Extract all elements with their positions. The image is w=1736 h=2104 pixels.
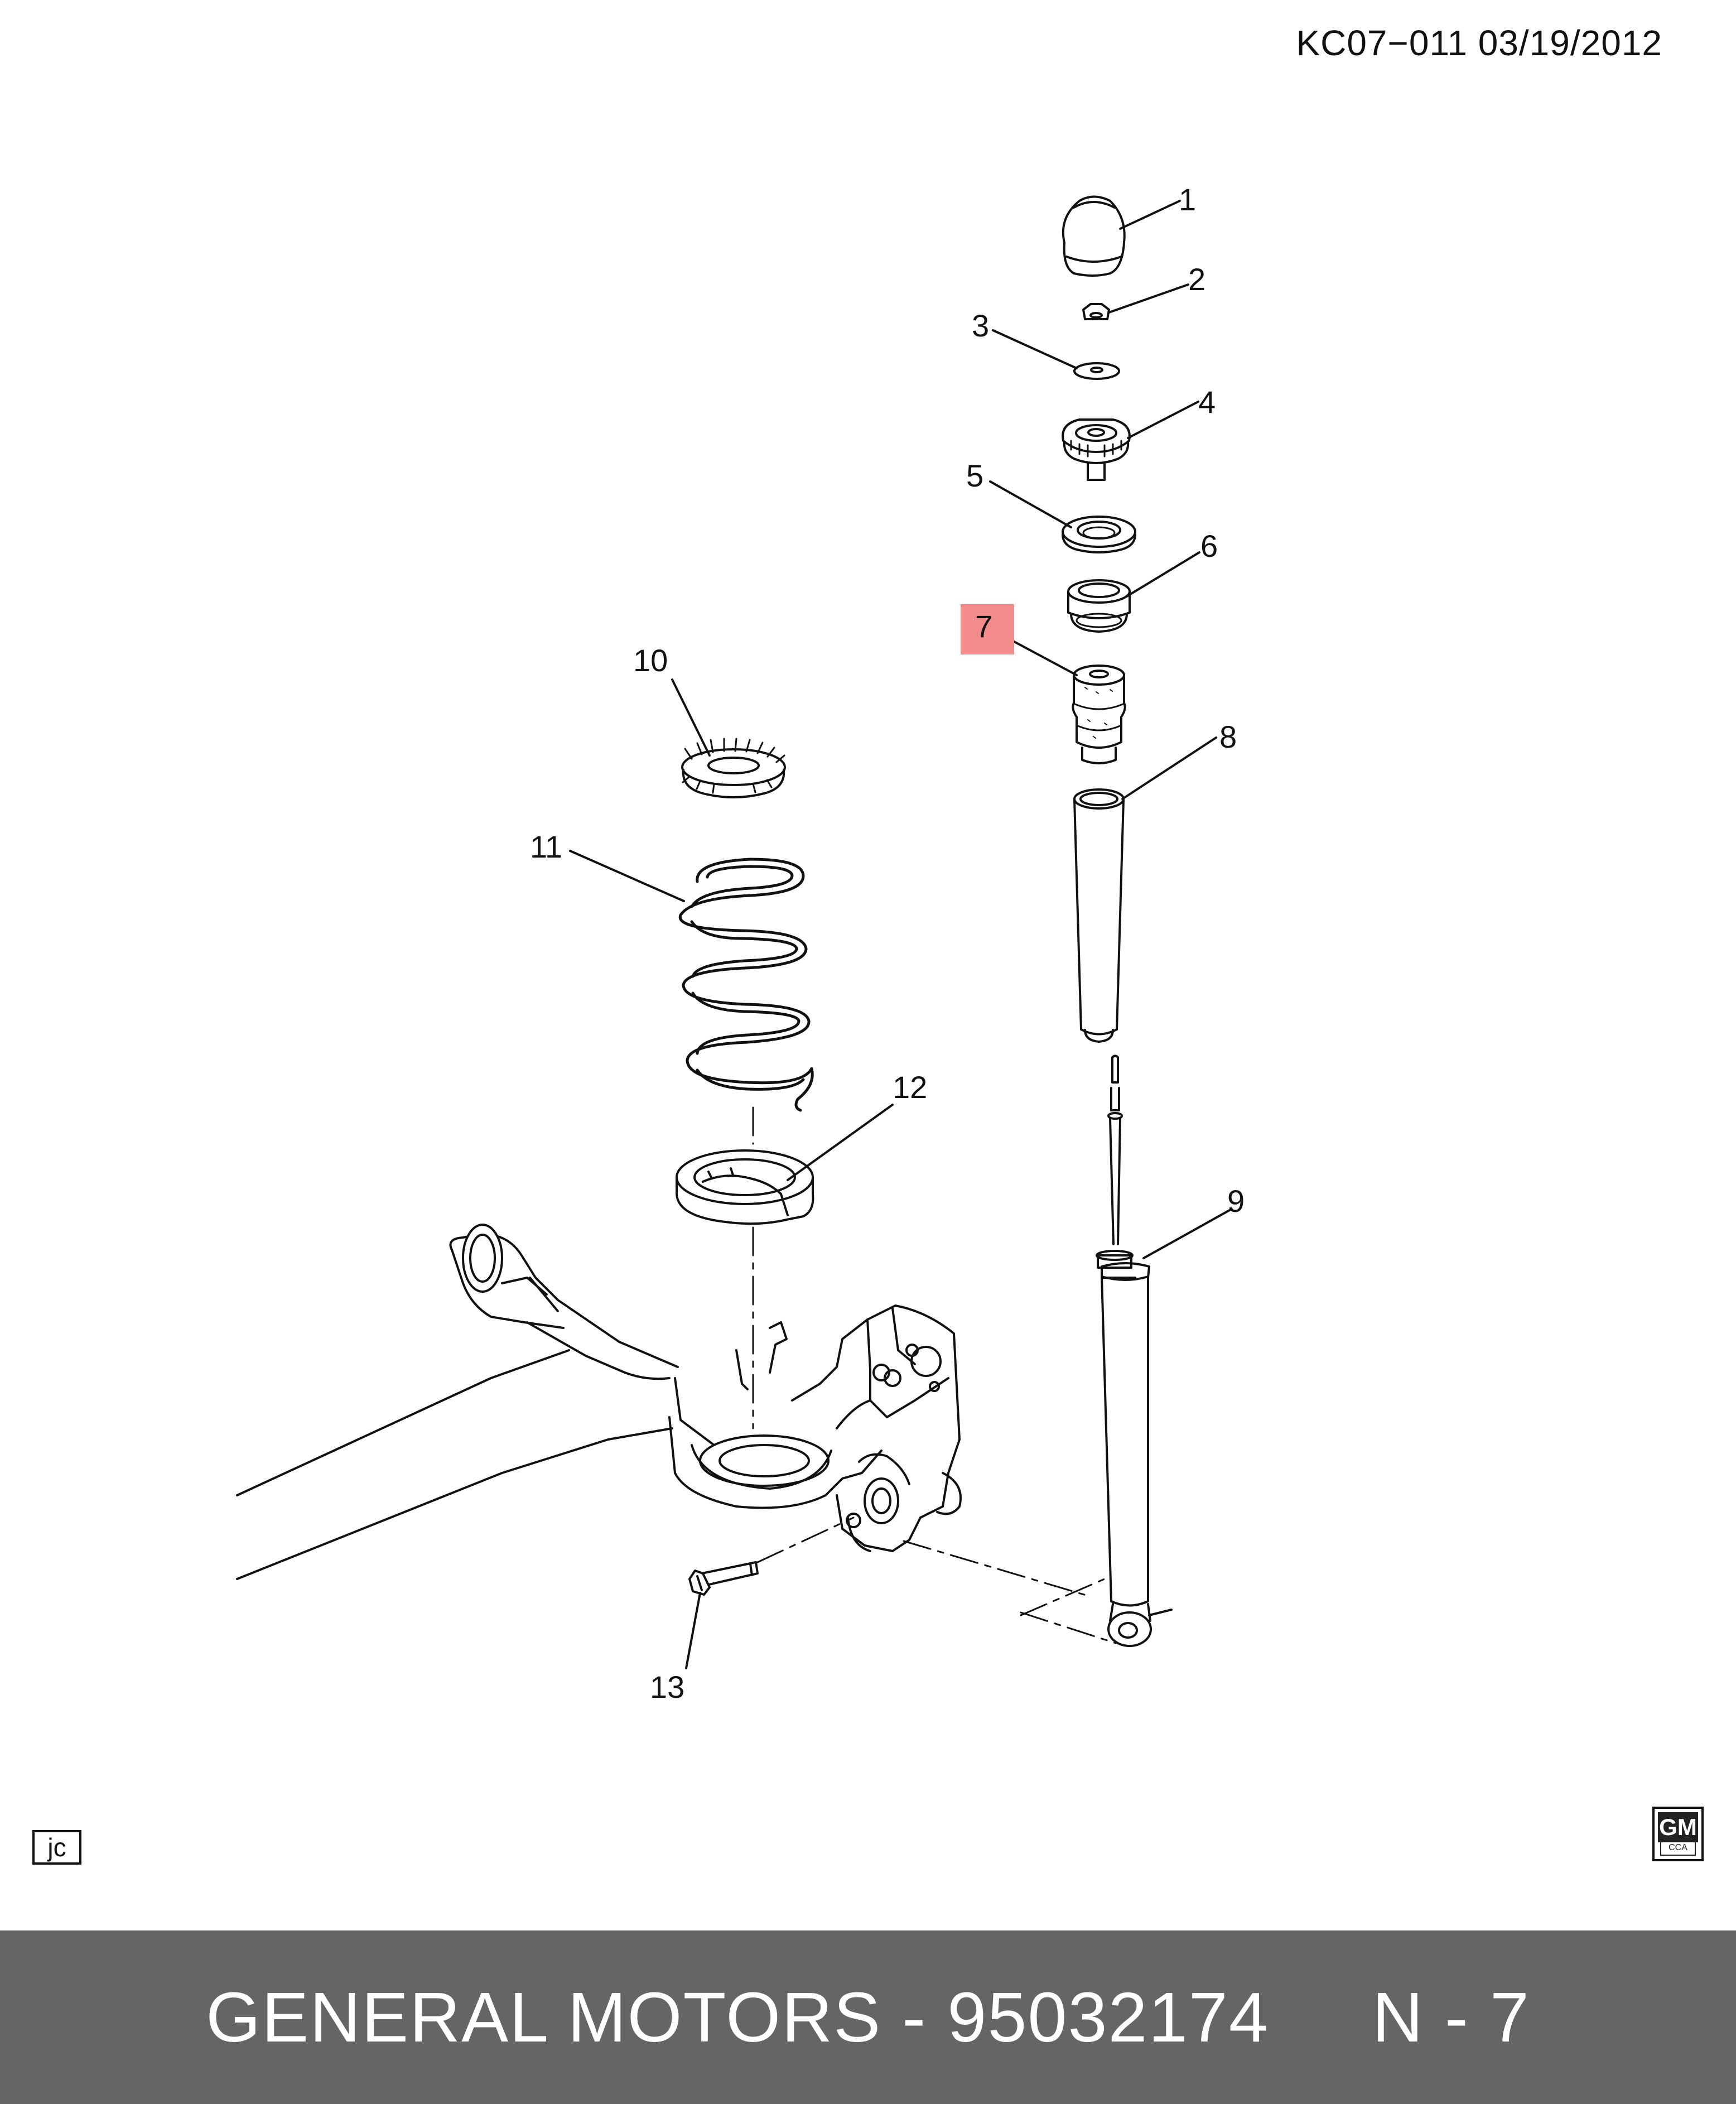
part-10-upper-spring-insulator <box>681 738 786 798</box>
part-5-bearing <box>1062 516 1136 553</box>
callout-9: 9 <box>1227 1183 1245 1219</box>
callout-7-highlight <box>961 604 1014 654</box>
gm-logo-text: GM <box>1658 1812 1698 1842</box>
diagram-code-date: KC07−011 03/19/2012 <box>1296 23 1662 63</box>
exploded-suspension-diagram: 1 2 3 4 5 6 7 8 9 10 11 12 13 <box>236 182 1245 1705</box>
callout-1: 1 <box>1179 182 1196 217</box>
callout-3: 3 <box>972 308 989 343</box>
callout-5: 5 <box>966 458 983 493</box>
callout-10: 10 <box>633 643 668 678</box>
part-13-bolt <box>688 1561 759 1596</box>
gm-logo: GM CCA <box>1652 1807 1704 1861</box>
illustrator-stamp: jc <box>32 1830 81 1865</box>
assembly-guide-lines <box>752 1106 1117 1644</box>
callout-6: 6 <box>1200 528 1218 564</box>
callout-4: 4 <box>1198 384 1216 420</box>
part-6-spring-seat <box>1067 579 1131 633</box>
callout-13: 13 <box>650 1669 684 1705</box>
callout-11: 11 <box>530 829 562 864</box>
footer-bar: GENERAL MOTORS - 95032174 N - 7 <box>0 1930 1736 2104</box>
callout-labels: 1 2 3 4 5 6 7 8 9 10 11 12 13 <box>530 182 1245 1705</box>
callout-7: 7 <box>975 609 992 644</box>
footer-part-info: GENERAL MOTORS - 95032174 N - 7 <box>206 1978 1530 2057</box>
gm-logo-subtext: CCA <box>1660 1841 1696 1856</box>
callout-2: 2 <box>1188 262 1205 297</box>
part-11-coil-spring <box>678 858 814 1112</box>
part-12-lower-spring-insulator <box>676 1149 814 1225</box>
part-9-shock-absorber <box>1096 1055 1173 1647</box>
part-8-dust-boot <box>1073 788 1125 1043</box>
part-7-bump-stop <box>1072 665 1126 764</box>
rear-axle-assembly <box>236 1224 962 1580</box>
callout-12: 12 <box>893 1070 927 1105</box>
part-4-upper-mount <box>1062 418 1131 481</box>
part-3-washer <box>1073 362 1120 380</box>
part-2-nut <box>1082 303 1110 320</box>
part-1-cap <box>1062 195 1126 277</box>
callout-8: 8 <box>1219 719 1237 754</box>
callout-leader-lines <box>569 200 1232 1669</box>
